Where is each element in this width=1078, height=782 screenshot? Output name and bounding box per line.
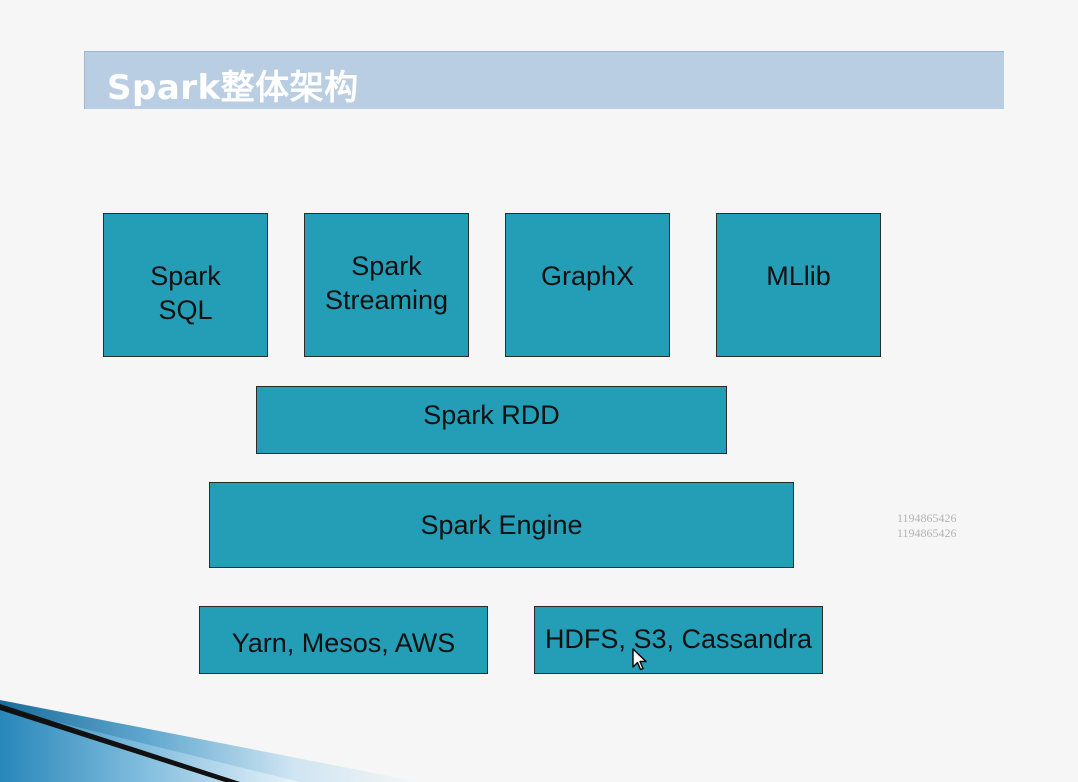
slide-corner-decoration: [0, 700, 420, 782]
mllib-label: MLlib: [766, 261, 831, 291]
mouse-pointer-icon: [632, 648, 647, 671]
spark-sql-label-line2: SQL: [158, 295, 213, 325]
spark-streaming-label-line1: Spark: [351, 251, 422, 281]
watermark-line1: 1194865426: [897, 511, 957, 525]
spark-engine-box: Spark Engine: [209, 482, 794, 568]
spark-engine-label: Spark Engine: [420, 510, 583, 540]
spark-streaming-label-line2: Streaming: [324, 285, 449, 315]
slide-title-bar: Spark整体架构: [84, 51, 1004, 109]
spark-sql-label-line1: Spark: [150, 261, 221, 291]
spark-rdd-label: Spark RDD: [423, 400, 560, 430]
graphx-box: GraphX: [505, 213, 670, 357]
mllib-box: MLlib: [716, 213, 881, 357]
graphx-label: GraphX: [540, 261, 635, 291]
storage-box: HDFS, S3, Cassandra: [534, 606, 823, 674]
spark-rdd-box: Spark RDD: [256, 386, 727, 454]
slide-title: Spark整体架构: [107, 68, 359, 108]
cluster-managers-box: Yarn, Mesos, AWS: [199, 606, 488, 674]
watermark-line2: 1194865426: [897, 526, 957, 540]
spark-sql-box: Spark SQL: [103, 213, 268, 357]
watermark: 1194865426 1194865426: [897, 511, 957, 541]
cluster-managers-label: Yarn, Mesos, AWS: [231, 628, 456, 658]
spark-streaming-box: Spark Streaming: [304, 213, 469, 357]
storage-label: HDFS, S3, Cassandra: [544, 624, 813, 654]
